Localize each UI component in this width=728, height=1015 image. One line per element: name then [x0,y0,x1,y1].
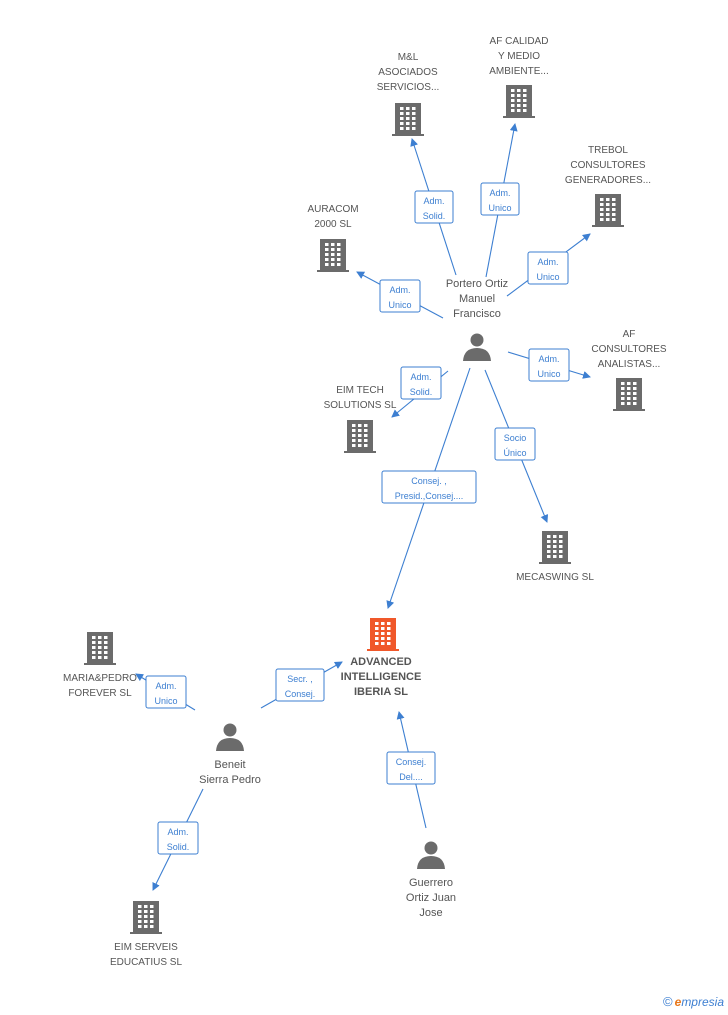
person-label-portero: Portero Ortiz [446,278,508,290]
company-label-trebol: TREBOL [588,145,628,156]
edge-label-text: Solid. [167,842,190,852]
person-label-beneit: Beneit [214,759,245,771]
edge-label-text: Adm. [389,285,410,295]
company-label-afcons: AF [623,329,636,340]
edge-label-text: Unico [536,272,559,282]
company-label-ml: SERVICIOS... [377,82,440,93]
company-label-afcons: CONSULTORES [591,344,667,355]
edge-portero-ml[interactable]: Adm. Solid. [410,138,457,276]
company-label-eimtech: SOLUTIONS SL [324,400,397,411]
person-icon[interactable] [216,723,244,752]
company-label-advanced: INTELLIGENCE [341,671,422,683]
company-building-icon[interactable] [592,194,624,227]
company-label-mecaswing: MECASWING SL [516,572,594,583]
company-label-afcal: Y MEDIO [498,51,540,62]
edge-label-text: Adm. [489,188,510,198]
person-label-guerrero: Ortiz Juan [406,892,456,904]
company-building-icon[interactable] [84,632,116,665]
edge-label-text: Solid. [423,211,446,221]
copyright-icon: © [663,994,673,1009]
edge-label-text: Único [503,448,526,458]
edge-label-box[interactable] [400,366,442,400]
person-label-portero: Manuel [459,293,495,305]
person-label-portero: Francisco [453,308,501,320]
company-label-trebol: CONSULTORES [570,160,646,171]
edge-portero-eimtech[interactable]: Adm. Solid. [391,366,449,418]
empresia-footer[interactable]: ©empresia [663,994,724,1009]
main-company-building-icon[interactable] [367,618,399,651]
edge-label-text: Unico [154,696,177,706]
company-label-trebol: GENERADORES... [565,175,651,186]
person-label-guerrero: Jose [419,907,442,919]
edge-label-text: Consej. , [411,476,447,486]
company-building-icon[interactable] [503,85,535,118]
edge-portero-advanced[interactable]: Consej. , Presid.,Consej.... [381,367,477,609]
edge-label-box[interactable] [527,251,569,285]
edge-label-text: Unico [488,203,511,213]
company-label-eimtech: EIM TECH [336,385,384,396]
company-building-icon[interactable] [317,239,349,272]
edge-label-text: Adm. [423,196,444,206]
company-label-maria: MARIA&PEDRO [63,673,137,684]
company-label-afcons: ANALISTAS... [598,359,661,370]
edge-label-text: Secr. , [287,674,313,684]
company-label-auracom: AURACOM [307,204,358,215]
edge-portero-afcal[interactable]: Adm. Unico [480,123,520,278]
company-building-icon[interactable] [539,531,571,564]
edge-label-box[interactable] [494,427,536,461]
edge-beneit-maria[interactable]: Adm. Unico [135,673,196,711]
edge-label-box[interactable] [386,751,436,785]
company-label-eimserveis: EDUCATIUS SL [110,957,182,968]
edge-label-text: Presid.,Consej.... [395,491,464,501]
brand-logo-rest: mpresia [681,995,724,1009]
edge-portero-auracom[interactable]: Adm. Unico [356,271,444,319]
company-building-icon[interactable] [392,103,424,136]
company-label-maria: FOREVER SL [68,688,132,699]
company-building-icon[interactable] [130,901,162,934]
edge-label-text: Adm. [537,257,558,267]
person-icon[interactable] [463,333,491,362]
edge-portero-trebol[interactable]: Adm. Unico [506,233,591,297]
edge-label-text: Consej. [285,689,316,699]
edge-beneit-eimserveis[interactable]: Adm. Solid. [152,788,204,891]
edge-label-text: Consej. [396,757,427,767]
edge-label-text: Adm. [410,372,431,382]
edge-label-text: Del.... [399,772,423,782]
edge-label-box[interactable] [145,675,187,709]
edge-label-box[interactable] [414,190,454,224]
edge-label-box[interactable] [528,348,570,382]
edge-beneit-advanced[interactable]: Secr. , Consej. [260,661,343,709]
company-label-ml: ASOCIADOS [378,67,438,78]
edge-portero-afcons[interactable]: Adm. Unico [507,348,591,382]
edge-label-box[interactable] [381,470,477,504]
edge-label-box[interactable] [480,182,520,216]
edge-guerrero-advanced[interactable]: Consej. Del.... [386,711,436,829]
company-building-icon[interactable] [344,420,376,453]
edge-label-text: Solid. [410,387,433,397]
company-building-icon[interactable] [613,378,645,411]
edge-label-box[interactable] [379,279,421,313]
edge-label-text: Socio [504,433,527,443]
edge-label-box[interactable] [157,821,199,855]
person-label-beneit: Sierra Pedro [199,774,261,786]
person-label-guerrero: Guerrero [409,877,453,889]
company-label-afcal: AMBIENTE... [489,66,548,77]
edge-label-text: Adm. [167,827,188,837]
brand-logo-initial: e [674,995,682,1009]
company-label-advanced: IBERIA SL [354,686,408,698]
person-icon[interactable] [417,841,445,870]
edge-label-text: Unico [537,369,560,379]
company-label-afcal: AF CALIDAD [490,36,549,47]
edge-label-box[interactable] [275,668,325,702]
edge-label-text: Adm. [155,681,176,691]
company-label-advanced: ADVANCED [350,656,412,668]
company-label-ml: M&L [398,52,419,63]
edge-label-text: Unico [388,300,411,310]
edge-label-text: Adm. [538,354,559,364]
company-label-eimserveis: EIM SERVEIS [114,942,178,953]
company-label-auracom: 2000 SL [314,219,352,230]
